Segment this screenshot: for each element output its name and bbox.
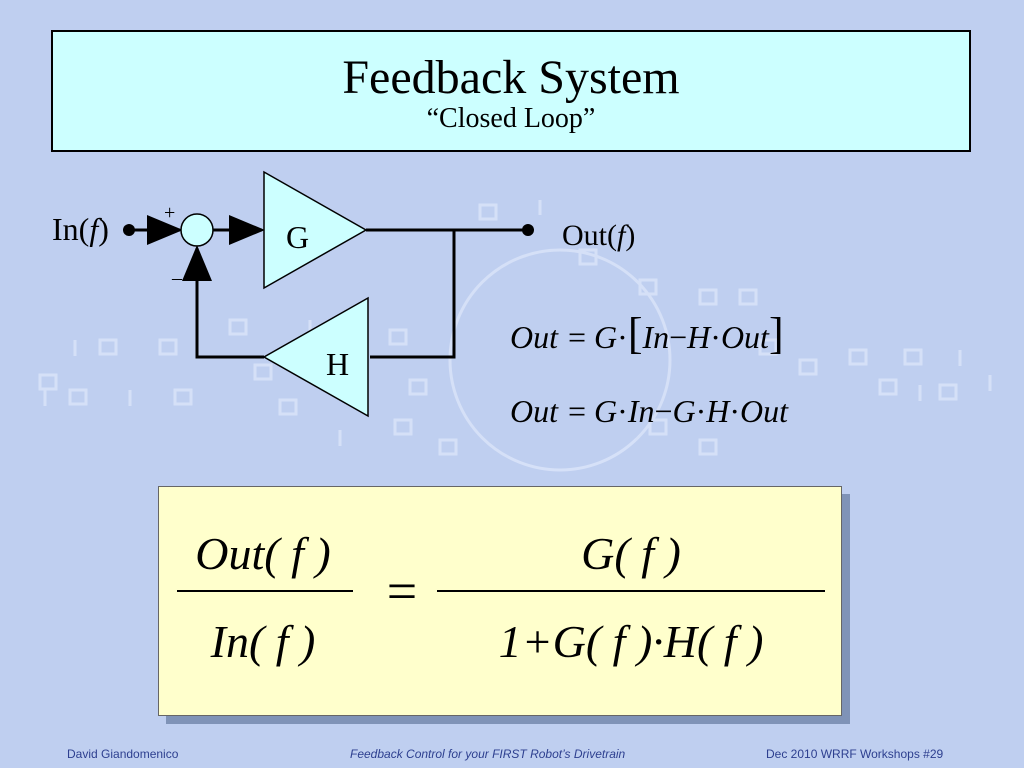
footer-author: David Giandomenico	[67, 747, 179, 761]
equation-line-1: Out = G·[In−H·Out]	[510, 309, 784, 358]
lhs-numerator: Out( f )	[195, 528, 330, 579]
output-label: Out(f)	[562, 219, 635, 252]
rhs-numerator: G( f )	[581, 528, 681, 579]
feedback-wire-right	[370, 230, 456, 359]
transfer-function-box: Out( f ) In( f ) = G( f ) 1+G( f )·H( f …	[158, 486, 842, 716]
footer-title: Feedback Control for your FIRST Robot’s …	[350, 747, 626, 761]
transfer-function: Out( f ) In( f ) = G( f ) 1+G( f )·H( f …	[177, 528, 825, 667]
feedback-wire-left	[182, 245, 264, 359]
output-terminal	[522, 224, 534, 236]
feedback-block-label: H	[326, 346, 349, 382]
slide-subtitle: “Closed Loop”	[426, 103, 596, 134]
footer-event: Dec 2010 WRRF Workshops #29	[766, 747, 944, 761]
plus-sign: +	[164, 202, 175, 224]
lhs-denominator: In( f )	[210, 616, 316, 667]
input-label: In(f)	[52, 211, 109, 247]
feedback-block-h	[262, 296, 369, 418]
feedback-block-diagram: In(f) + – G Out(f) H Out = G·[In−H·Out] …	[52, 170, 789, 429]
rhs-denominator: 1+G( f )·H( f )	[499, 616, 764, 667]
summing-junction	[180, 213, 214, 247]
equation-line-2: Out = G·In−G·H·Out	[510, 393, 789, 429]
title-box: Feedback System “Closed Loop”	[51, 30, 971, 152]
forward-block-g	[263, 170, 368, 290]
forward-block-label: G	[286, 219, 309, 255]
slide-title: Feedback System	[342, 51, 680, 104]
minus-sign: –	[171, 267, 183, 289]
equals-sign: =	[387, 561, 417, 621]
